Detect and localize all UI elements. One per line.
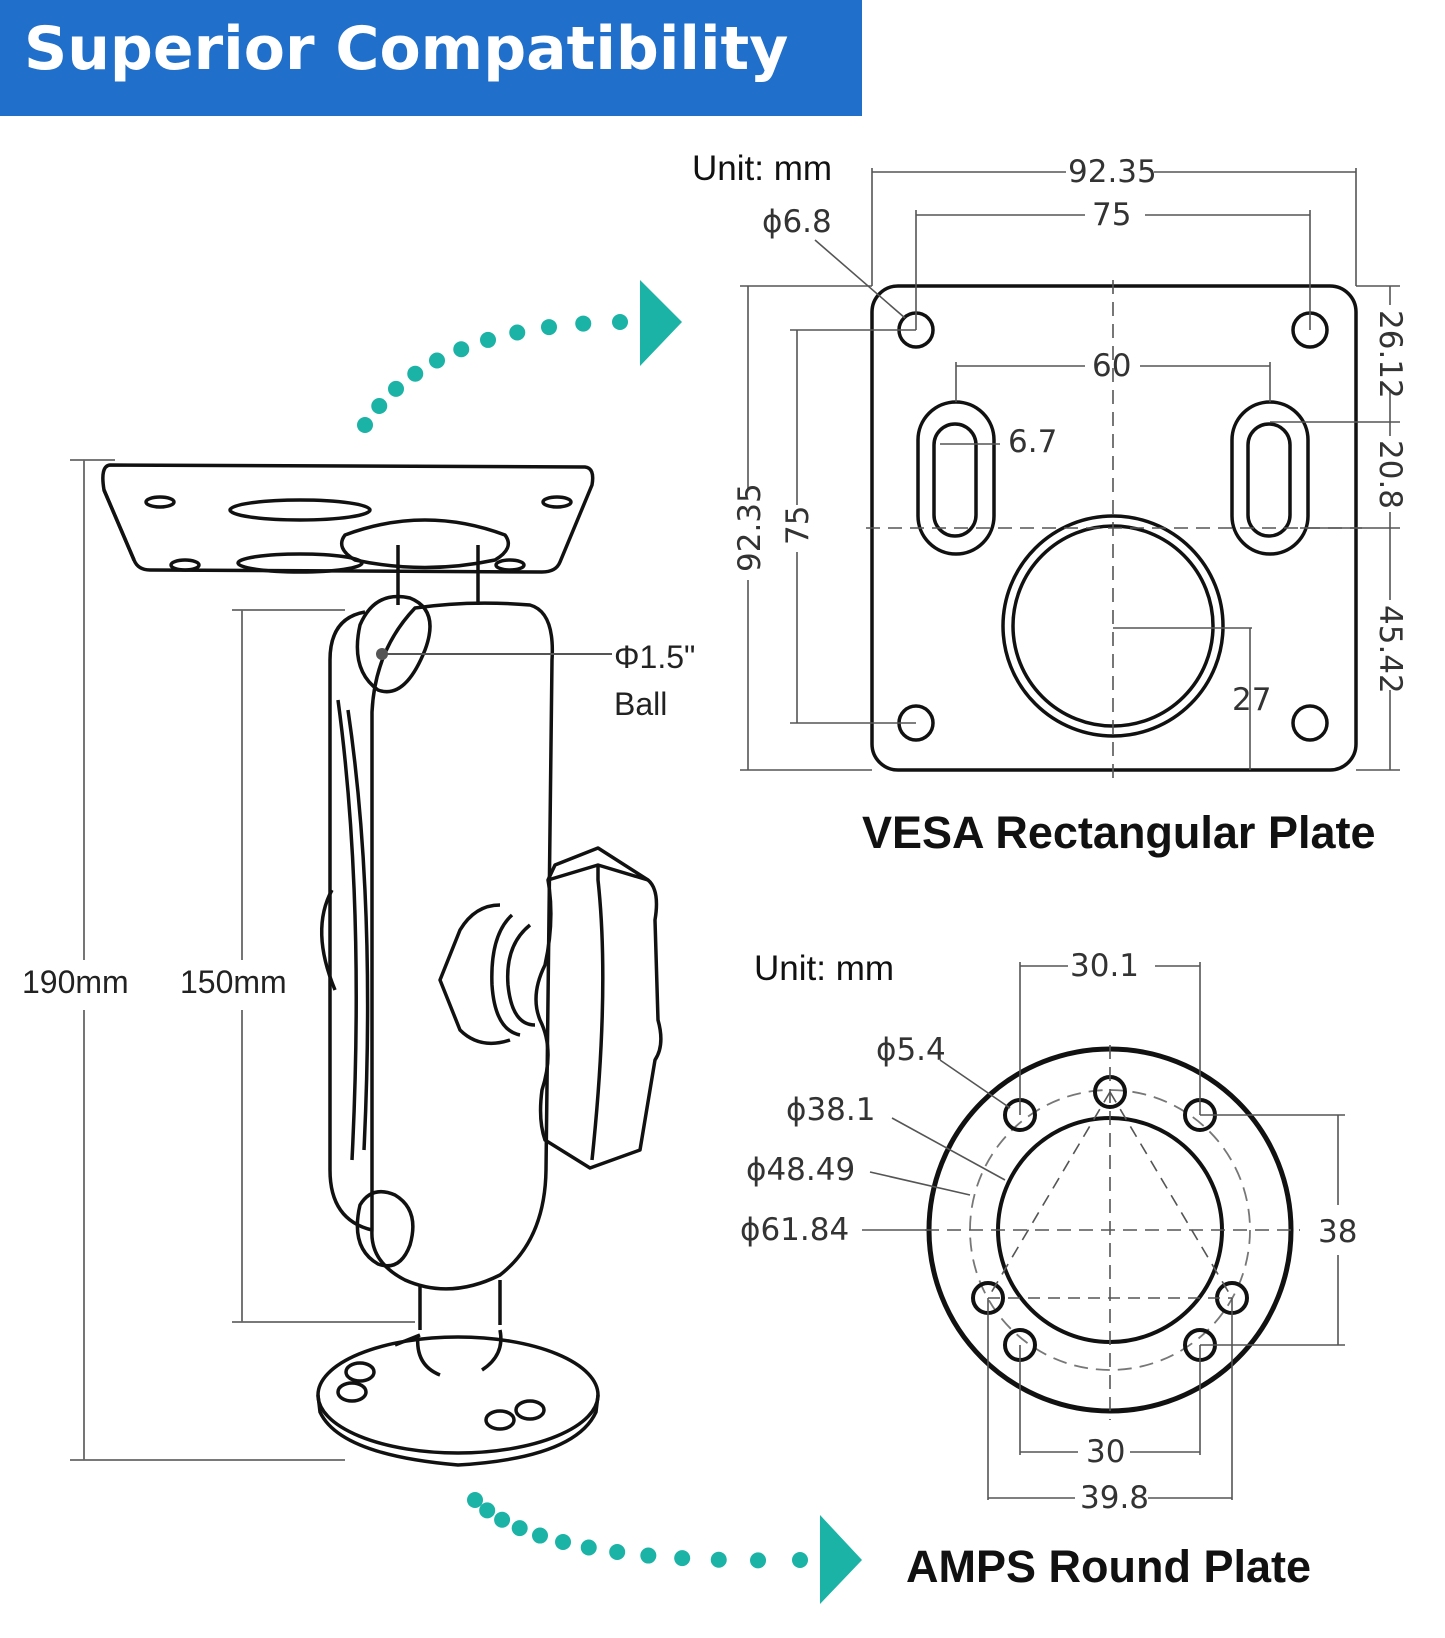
total-height-label: 190mm bbox=[22, 964, 129, 1000]
vesa-caption: VESA Rectangular Plate bbox=[862, 807, 1376, 858]
vesa-unit-label: Unit: mm bbox=[692, 149, 832, 188]
arrow-right-icon bbox=[820, 1515, 862, 1604]
amps-top-width: 30.1 bbox=[1070, 948, 1139, 984]
arrow-dot bbox=[494, 1511, 511, 1528]
vesa-right-top: 26.12 bbox=[1372, 310, 1408, 399]
arrow-dot bbox=[609, 1544, 626, 1561]
vesa-width-outer: 92.35 bbox=[1068, 154, 1157, 190]
arrow-right-icon bbox=[640, 280, 682, 366]
arm-height-label: 150mm bbox=[180, 964, 287, 1000]
arrow-dot bbox=[429, 352, 445, 369]
ball-label: Ball bbox=[614, 686, 667, 722]
arrow-dot bbox=[674, 1550, 691, 1567]
arrow-dot bbox=[371, 397, 388, 414]
height-dimensions bbox=[70, 459, 415, 1461]
mount-drawing bbox=[101, 463, 663, 1467]
bottom-arrow-dots bbox=[467, 1492, 808, 1569]
amps-diameter-3: ϕ61.84 bbox=[740, 1212, 849, 1248]
arrow-dot bbox=[480, 331, 496, 348]
arrow-dot bbox=[792, 1552, 808, 1568]
arrow-dot bbox=[467, 1492, 483, 1508]
amps-caption: AMPS Round Plate bbox=[906, 1541, 1311, 1592]
arrow-dot bbox=[388, 380, 404, 397]
vesa-width-holes: 75 bbox=[1092, 197, 1131, 233]
title-banner: Superior Compatibility bbox=[0, 0, 862, 116]
vesa-right-bottom: 45.42 bbox=[1372, 605, 1408, 694]
top-arrow-dots bbox=[357, 314, 628, 433]
vesa-dimension-lines bbox=[740, 168, 1400, 780]
vesa-right-mid: 20.8 bbox=[1372, 440, 1408, 509]
vesa-center-radius: 27 bbox=[1232, 682, 1271, 718]
amps-bottom-inner: 30 bbox=[1086, 1434, 1125, 1470]
arrow-dot bbox=[640, 1547, 657, 1564]
amps-bottom-outer: 39.8 bbox=[1080, 1480, 1149, 1516]
arrow-dot bbox=[555, 1534, 572, 1551]
arrow-dot bbox=[575, 315, 592, 332]
vesa-height-holes: 75 bbox=[780, 506, 816, 545]
arrow-dot bbox=[509, 324, 526, 341]
arrow-dot bbox=[407, 365, 424, 382]
arrow-dot bbox=[532, 1527, 548, 1544]
arrow-dot bbox=[357, 417, 373, 433]
vesa-slot-spacing: 60 bbox=[1092, 348, 1131, 384]
amps-diameter-1: ϕ38.1 bbox=[786, 1092, 875, 1128]
vesa-slot-width: 6.7 bbox=[1008, 424, 1057, 460]
arrow-dot bbox=[453, 341, 470, 358]
amps-diameter-2: ϕ48.49 bbox=[746, 1152, 855, 1188]
arrow-dot bbox=[479, 1502, 496, 1519]
vesa-height-outer: 92.35 bbox=[732, 483, 768, 572]
page-title: Superior Compatibility bbox=[24, 14, 789, 84]
amps-hole-diameter: ϕ5.4 bbox=[876, 1032, 946, 1068]
arrow-dot bbox=[511, 1520, 528, 1537]
arrow-dot bbox=[612, 314, 628, 330]
amps-unit-label: Unit: mm bbox=[754, 949, 894, 988]
amps-dimension-lines bbox=[862, 962, 1345, 1500]
arrow-dot bbox=[710, 1551, 727, 1568]
arrow-dot bbox=[580, 1539, 597, 1556]
ball-callout bbox=[376, 648, 612, 660]
bottom-arrow bbox=[467, 1492, 862, 1604]
arrow-dot bbox=[750, 1552, 767, 1569]
ball-size-label: Φ1.5" bbox=[614, 639, 695, 675]
top-arrow bbox=[357, 280, 682, 433]
amps-right-height: 38 bbox=[1318, 1214, 1357, 1250]
arrow-dot bbox=[541, 319, 557, 336]
vesa-hole-diameter: ϕ6.8 bbox=[762, 204, 832, 240]
